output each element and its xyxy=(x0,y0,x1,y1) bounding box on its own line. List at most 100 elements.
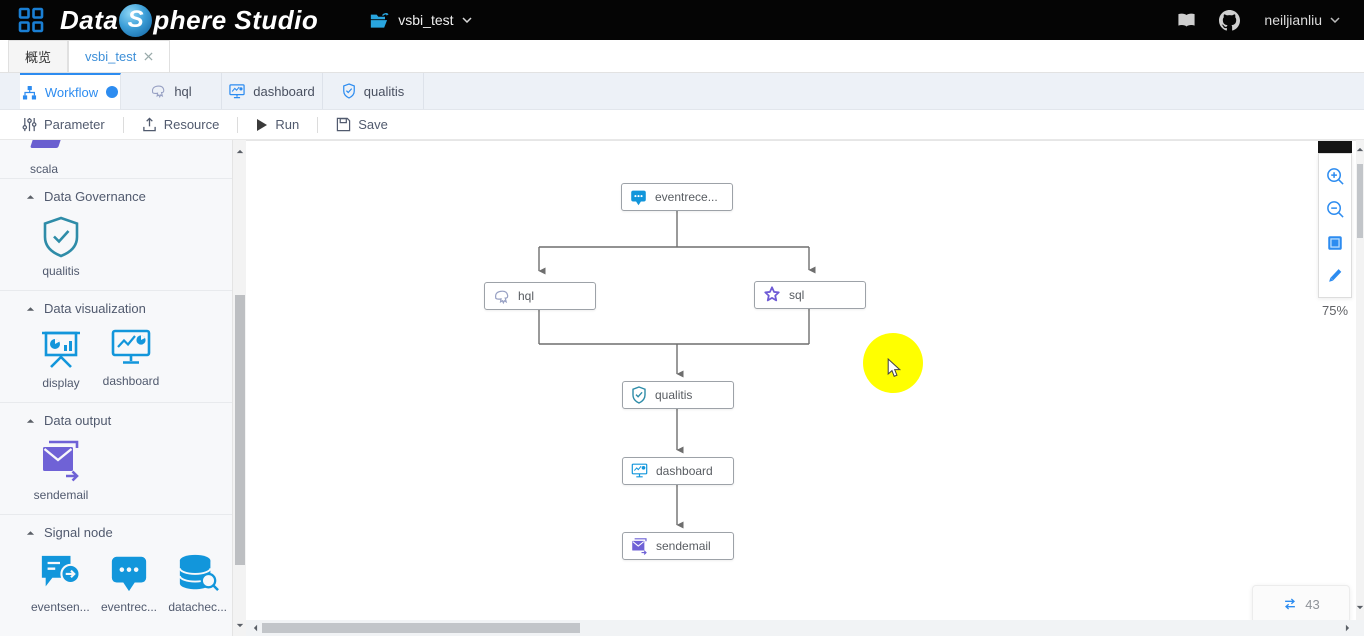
resource-button[interactable]: Resource xyxy=(138,117,224,132)
scroll-right-arrow[interactable] xyxy=(1340,621,1354,635)
node-hql[interactable]: hql xyxy=(484,282,596,310)
user-menu[interactable]: neiljianliu xyxy=(1264,12,1340,28)
sidebar-scrollbar-thumb[interactable] xyxy=(235,295,245,565)
zoom-out-button[interactable] xyxy=(1326,200,1345,219)
github-icon[interactable] xyxy=(1219,9,1241,31)
palette-item-label: datachec... xyxy=(168,600,228,614)
tab-workflow-label: Workflow xyxy=(44,84,99,100)
canvas-minimap-bar xyxy=(1318,141,1352,153)
tab-project-vsbi-test[interactable]: vsbi_test xyxy=(68,40,171,72)
upload-icon xyxy=(142,117,156,132)
close-icon[interactable] xyxy=(144,52,153,61)
canvas-vscrollbar xyxy=(1356,140,1364,620)
section-header-data-governance[interactable]: Data Governance xyxy=(26,189,232,204)
collapse-caret-icon xyxy=(26,418,35,423)
scroll-up-arrow[interactable] xyxy=(1353,142,1364,156)
workspace-tabbar: 概览 vsbi_test xyxy=(0,40,1364,73)
run-button[interactable]: Run xyxy=(252,117,303,132)
palette-item-dashboard[interactable]: dashboard xyxy=(96,328,166,390)
node-eventreceiver[interactable]: eventrece... xyxy=(621,183,733,211)
logo-text-1: Data xyxy=(60,4,119,35)
palette-item-label: qualitis xyxy=(42,264,80,278)
play-icon xyxy=(257,118,268,131)
canvas-vscrollbar-thumb[interactable] xyxy=(1357,164,1363,238)
scroll-down-arrow[interactable] xyxy=(233,618,247,632)
collapse-caret-icon xyxy=(26,306,35,311)
shield-check-icon xyxy=(632,386,646,404)
shield-icon xyxy=(342,83,355,99)
section-data-governance: Data Governance qualitis xyxy=(0,179,232,290)
sliders-icon xyxy=(22,117,37,132)
section-header-data-output[interactable]: Data output xyxy=(26,413,232,428)
section-data-visualization: Data visualization display xyxy=(0,291,232,402)
tab-hql[interactable]: hql xyxy=(121,73,222,109)
logo-text-2: phere Studio xyxy=(153,4,319,35)
section-title: Data output xyxy=(44,413,112,428)
shield-check-icon xyxy=(43,216,79,258)
scala-icon xyxy=(30,140,62,148)
palette-item-sendemail[interactable]: sendemail xyxy=(26,440,96,502)
node-sql[interactable]: sql xyxy=(754,281,866,309)
toolbar-divider xyxy=(237,116,239,133)
collapse-caret-icon xyxy=(26,194,35,199)
folder-icon xyxy=(371,12,389,28)
apps-grid-icon[interactable] xyxy=(18,7,44,33)
format-layout-button[interactable] xyxy=(1326,266,1344,284)
palette-item-display[interactable]: display xyxy=(26,328,96,390)
section-header-signal-node[interactable]: Signal node xyxy=(26,525,232,540)
palette-item-label: scala xyxy=(30,162,59,176)
palette-item-label: eventrec... xyxy=(100,600,158,614)
execution-count-badge[interactable]: 43 xyxy=(1252,585,1350,620)
parameter-label: Parameter xyxy=(44,117,105,132)
chat-dots-icon xyxy=(111,556,147,592)
scroll-down-arrow[interactable] xyxy=(1353,600,1364,614)
palette-item-datachecker[interactable]: datachec... xyxy=(163,552,232,614)
zoom-level: 75% xyxy=(1321,303,1349,318)
tab-workflow[interactable]: Workflow xyxy=(20,73,121,109)
palette-item-qualitis[interactable]: qualitis xyxy=(26,216,96,278)
hive-icon xyxy=(495,290,509,304)
zoom-in-button[interactable] xyxy=(1326,167,1345,186)
section-data-output: Data output sendemail xyxy=(0,403,232,514)
fit-view-button[interactable] xyxy=(1326,234,1344,252)
scroll-up-arrow[interactable] xyxy=(233,144,247,158)
tab-dashboard[interactable]: dashboard xyxy=(222,73,323,109)
tab-qualitis[interactable]: qualitis xyxy=(323,73,424,109)
docs-book-icon[interactable] xyxy=(1176,12,1197,29)
tab-project-label: vsbi_test xyxy=(85,49,137,64)
save-label: Save xyxy=(358,117,388,132)
palette-item-scala[interactable]: scala xyxy=(0,140,232,178)
monitor-chart-icon xyxy=(631,463,648,478)
unsaved-dot-icon xyxy=(106,86,119,98)
section-header-data-visualization[interactable]: Data visualization xyxy=(26,301,232,316)
workflow-edges xyxy=(538,211,816,529)
node-label: eventrece... xyxy=(655,190,718,204)
node-label: sendemail xyxy=(656,539,711,553)
chat-dots-icon xyxy=(631,190,646,205)
save-button[interactable]: Save xyxy=(332,117,392,132)
tab-dashboard-label: dashboard xyxy=(253,83,315,99)
parameter-button[interactable]: Parameter xyxy=(18,117,109,132)
sidebar-divider xyxy=(0,178,232,179)
star-icon xyxy=(764,286,780,302)
node-sendemail[interactable]: sendemail xyxy=(622,532,734,560)
node-dashboard[interactable]: dashboard xyxy=(622,457,734,485)
username: neiljianliu xyxy=(1264,12,1322,28)
workflow-icon xyxy=(22,85,36,100)
node-qualitis[interactable]: qualitis xyxy=(622,381,734,409)
workflow-canvas[interactable]: eventrece... hql sql qualitis xyxy=(246,140,1356,620)
palette-item-eventreceiver[interactable]: eventrec... xyxy=(95,552,164,614)
palette-item-label: sendemail xyxy=(33,488,89,502)
section-title: Signal node xyxy=(44,525,113,540)
canvas-hscrollbar-thumb[interactable] xyxy=(262,623,580,633)
scroll-left-arrow[interactable] xyxy=(248,621,262,635)
tab-overview[interactable]: 概览 xyxy=(8,40,69,72)
project-switcher[interactable]: vsbi_test xyxy=(370,12,472,29)
hive-icon xyxy=(152,85,165,98)
envelope-send-icon xyxy=(43,440,79,482)
section-signal-node: Signal node eventsen... xyxy=(0,515,232,626)
palette-item-eventsender[interactable]: eventsen... xyxy=(26,552,95,614)
